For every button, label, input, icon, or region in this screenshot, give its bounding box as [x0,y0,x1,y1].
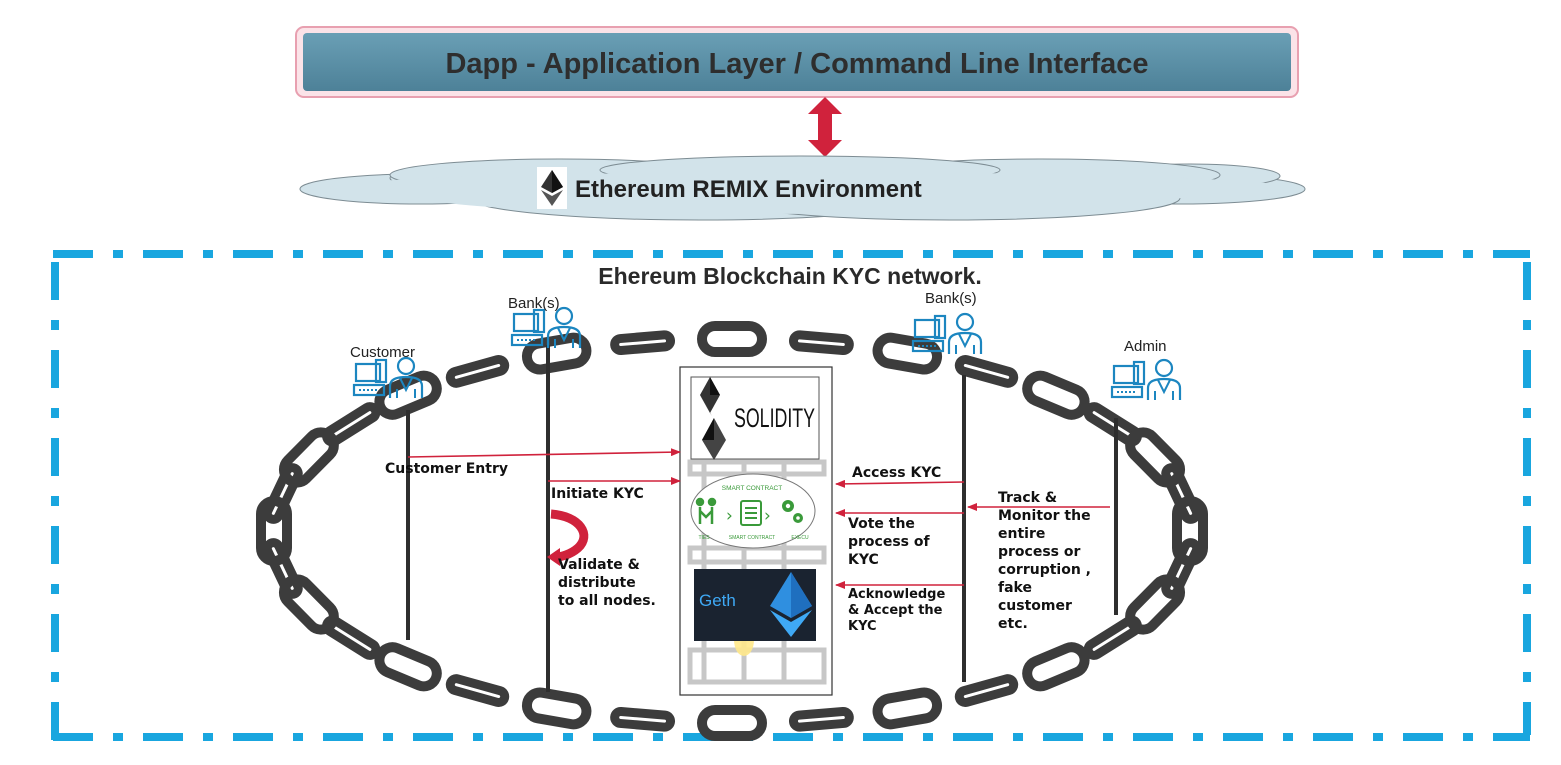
double-arrow-icon [808,97,842,157]
label-initiate-kyc: Initiate KYC [551,486,644,502]
network-boundary [51,250,1531,741]
role-customer: Customer [350,344,415,361]
chain-link [788,706,854,732]
chain-link [954,674,1019,708]
environment-label: Ethereum REMIX Environment [575,176,922,203]
ack-line-3: KYC [848,619,877,634]
chain-link [445,674,510,708]
smart-contract-diagram: SMART CONTRACT › › T [690,473,816,549]
admin-icon [1110,358,1182,402]
vote-line-2: process of [848,534,930,550]
label-acknowledge: Acknowledge & Accept the KYC [848,587,945,634]
ack-line-1: Acknowledge [848,587,945,602]
sc-sub-3: EXECU [791,535,809,541]
flow-arrows [407,448,1110,589]
chain-link [1022,642,1090,692]
remix-environment-cloud [299,155,1306,221]
chain-link [697,321,767,357]
chain-link [445,354,510,388]
chain-link [697,705,767,741]
chain-link [1083,615,1142,660]
parties-icon [695,497,717,524]
chain-link [872,687,943,730]
track-line-2: Monitor the [998,508,1091,524]
track-line-1: Track & [998,490,1057,506]
geth-logo: Geth [694,569,816,641]
chain-link [872,332,943,375]
tech-stack-panel: SOLIDITY SMART CONTRACT › › [679,366,833,696]
ethereum-logo-icon [537,167,567,209]
track-line-3: entire [998,526,1045,542]
chevron-right-icon: › [764,506,771,526]
node-lines [406,345,1118,692]
validate-line-2: distribute [558,575,636,591]
solidity-logo: SOLIDITY [690,376,820,460]
role-bank-left: Bank(s) [508,295,560,312]
chain-link [262,463,303,524]
vote-line-3: KYC [848,552,879,568]
label-vote: Vote the process of KYC [848,516,930,568]
validate-line-1: Validate & [558,557,640,573]
label-customer-entry: Customer Entry [385,461,508,477]
chain-link [1022,370,1090,420]
validate-loop-arrow [547,509,589,566]
network-title: Ehereum Blockchain KYC network. [598,263,981,289]
track-line-7: customer [998,598,1072,614]
chain-link [610,330,676,356]
track-line-4: process or [998,544,1080,560]
chain-link [374,642,442,692]
chain-link [788,330,854,356]
chain-link [521,687,592,730]
role-bank-right: Bank(s) [925,290,977,307]
header-title: Dapp - Application Layer / Command Line … [445,48,1148,80]
vote-line-1: Vote the [848,516,915,532]
chain-link [262,538,303,599]
chain-link [954,354,1019,388]
label-track: Track & Monitor the entire process or co… [998,490,1091,632]
chevron-right-icon: › [726,506,733,526]
chain-link [1161,538,1202,599]
validate-line-3: to all nodes. [558,593,656,609]
sc-sub-2: SMART CONTRACT [729,535,775,541]
role-admin: Admin [1124,338,1167,355]
label-access-kyc: Access KYC [852,465,941,481]
document-icon [740,500,762,526]
application-layer-header: Dapp - Application Layer / Command Line … [295,26,1299,98]
sc-sub-1: TIES [698,535,710,541]
chain-link [610,706,676,732]
track-line-6: fake [998,580,1032,596]
solidity-label: SOLIDITY [734,403,815,433]
chain-link [322,402,381,447]
track-line-8: etc. [998,616,1028,632]
chain-link [1161,463,1202,524]
ack-line-2: & Accept the [848,603,943,618]
gears-icon [782,500,803,523]
track-line-5: corruption , [998,562,1091,578]
smart-contract-caption: SMART CONTRACT [722,485,782,492]
geth-label: Geth [699,591,736,610]
label-validate: Validate & distribute to all nodes. [558,557,656,609]
